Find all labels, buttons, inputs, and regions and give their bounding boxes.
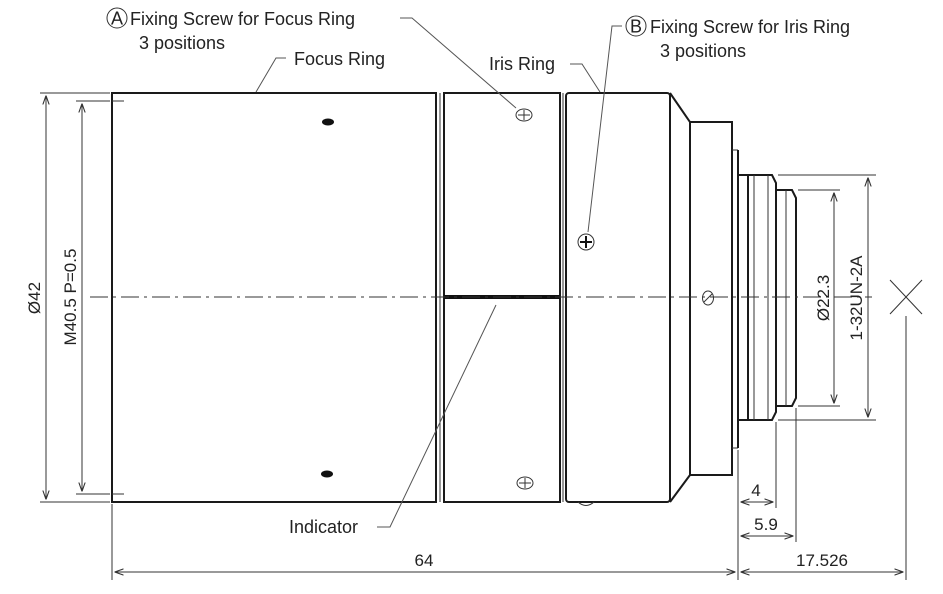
focal-point-mark: [889, 279, 923, 315]
callout-b-marker: B: [630, 17, 642, 37]
filter-thread-text: M40.5 P=0.5: [61, 249, 80, 346]
outer-diameter-text: Ø42: [25, 282, 44, 314]
inner-diameter-text: Ø22.3: [814, 275, 833, 321]
callout-a-circle: [106, 7, 128, 29]
dim-length-5-9: [741, 408, 797, 542]
dim-mount-thread: [778, 174, 876, 421]
callout-a-sub: 3 positions: [139, 33, 225, 53]
mount-thread-text: 1-32UN-2A: [847, 255, 866, 341]
dim-filter-thread: [76, 100, 110, 495]
dim-inner-diameter: [798, 189, 840, 407]
flange-back-text: 17.526: [796, 551, 848, 570]
iris-ring-label: Iris Ring: [489, 54, 555, 74]
leaders: [255, 17, 622, 528]
total-length-text: 64: [415, 551, 434, 570]
dim-outer-diameter: [40, 92, 110, 503]
side-screw-icon: [702, 290, 714, 306]
screw-a-bottom-icon: [516, 476, 534, 490]
lens-body: [111, 92, 797, 506]
callout-b-circle: [625, 15, 647, 37]
focus-screw-top: [322, 118, 334, 126]
callout-a-marker: A: [111, 9, 123, 29]
dim-flange-back: [741, 316, 907, 580]
callout-a-title: Fixing Screw for Focus Ring: [130, 9, 355, 29]
length-5-9-text: 5.9: [754, 515, 778, 534]
callout-b-title: Fixing Screw for Iris Ring: [650, 17, 850, 37]
screw-b-icon: [577, 233, 595, 251]
dim-length-4: [741, 422, 777, 508]
length-4-text: 4: [751, 481, 760, 500]
callout-b-sub: 3 positions: [660, 41, 746, 61]
screw-a-icon: [515, 108, 533, 122]
focus-screw-bottom: [321, 470, 333, 478]
dim-total-length: [111, 450, 739, 580]
indicator-label: Indicator: [289, 517, 358, 537]
focus-ring-label: Focus Ring: [294, 49, 385, 69]
